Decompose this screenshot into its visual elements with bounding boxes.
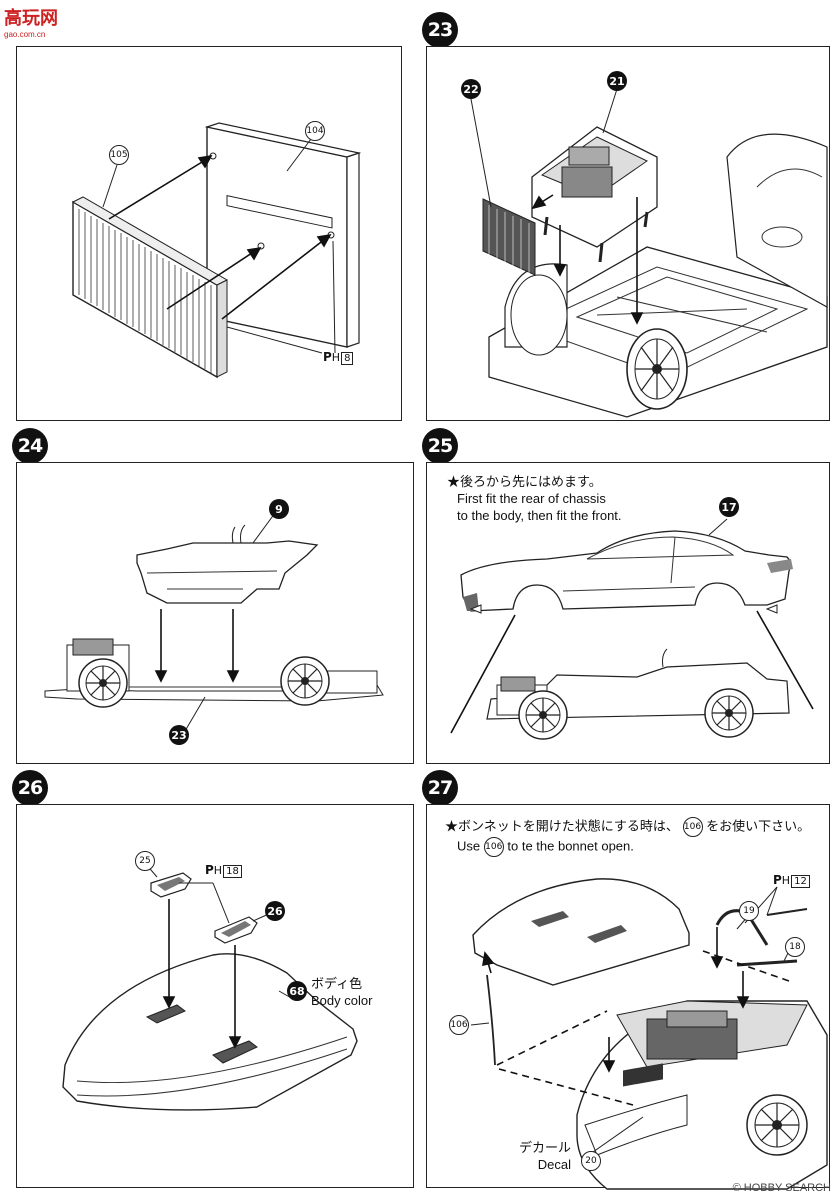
footer-watermark: © HOBBY SEARCH [732,1182,831,1194]
chassis-engine-drawing [470,88,828,418]
hood-vents-drawing [62,862,358,1111]
panel-step-23: 22 21 [426,46,830,421]
part-number-106-inline-en: 106 [483,837,504,857]
body-color-note: ボディ色 Body color [311,976,373,1008]
body-fitting-drawing [450,518,814,740]
part-number-20: 20 [581,1151,601,1171]
part-number-21: 21 [607,71,627,91]
step-26-number: 26 [12,770,48,806]
part-number-25: 25 [135,851,155,871]
part-number-106: 106 [449,1015,469,1035]
part-number-22: 22 [461,79,481,99]
radiator-drawing [71,122,362,379]
site-logo: 高玩网 gao.com.cn [4,8,58,39]
part-number-26: 26 [265,901,285,921]
front-wheel [746,1094,808,1156]
part-number-17: 17 [719,497,739,517]
body-onto-chassis-drawing [44,512,384,732]
part-number-19: 19 [739,901,759,921]
step-23-number: 23 [422,12,458,48]
part-number-18: 18 [785,937,805,957]
part-number-23: 23 [169,725,189,745]
part-number-106-inline: 106 [682,817,703,837]
rear-wheel [704,688,754,738]
front-wheel [518,690,568,740]
rear-wheel [280,656,330,706]
part-number-104: 104 [305,121,325,141]
decal-label: デカール Decal [519,1140,572,1172]
front-wheel [78,658,128,708]
part-number-9: 9 [269,499,289,519]
step-25-instructions: ★後ろから先にはめます。 First fit the rear of chass… [447,474,622,523]
step-27-number: 27 [422,770,458,806]
step-27-instructions: ★ボンネットを開けた状態にする時は、 106 をお使い下さい。 Use 106 … [445,817,810,857]
panel-step-25: ★後ろから先にはめます。 First fit the rear of chass… [426,462,830,764]
step-24-number: 24 [12,428,48,464]
step-25-number: 25 [422,428,458,464]
panel-step-24: 9 23 [16,462,414,764]
panel-step-27: ★ボンネットを開けた状態にする時は、 106 をお使い下さい。 Use 106 … [426,804,830,1190]
part-number-68: 68 [287,981,307,1001]
part-number-105: 105 [109,145,129,165]
bonnet-open-drawing [470,878,828,1190]
